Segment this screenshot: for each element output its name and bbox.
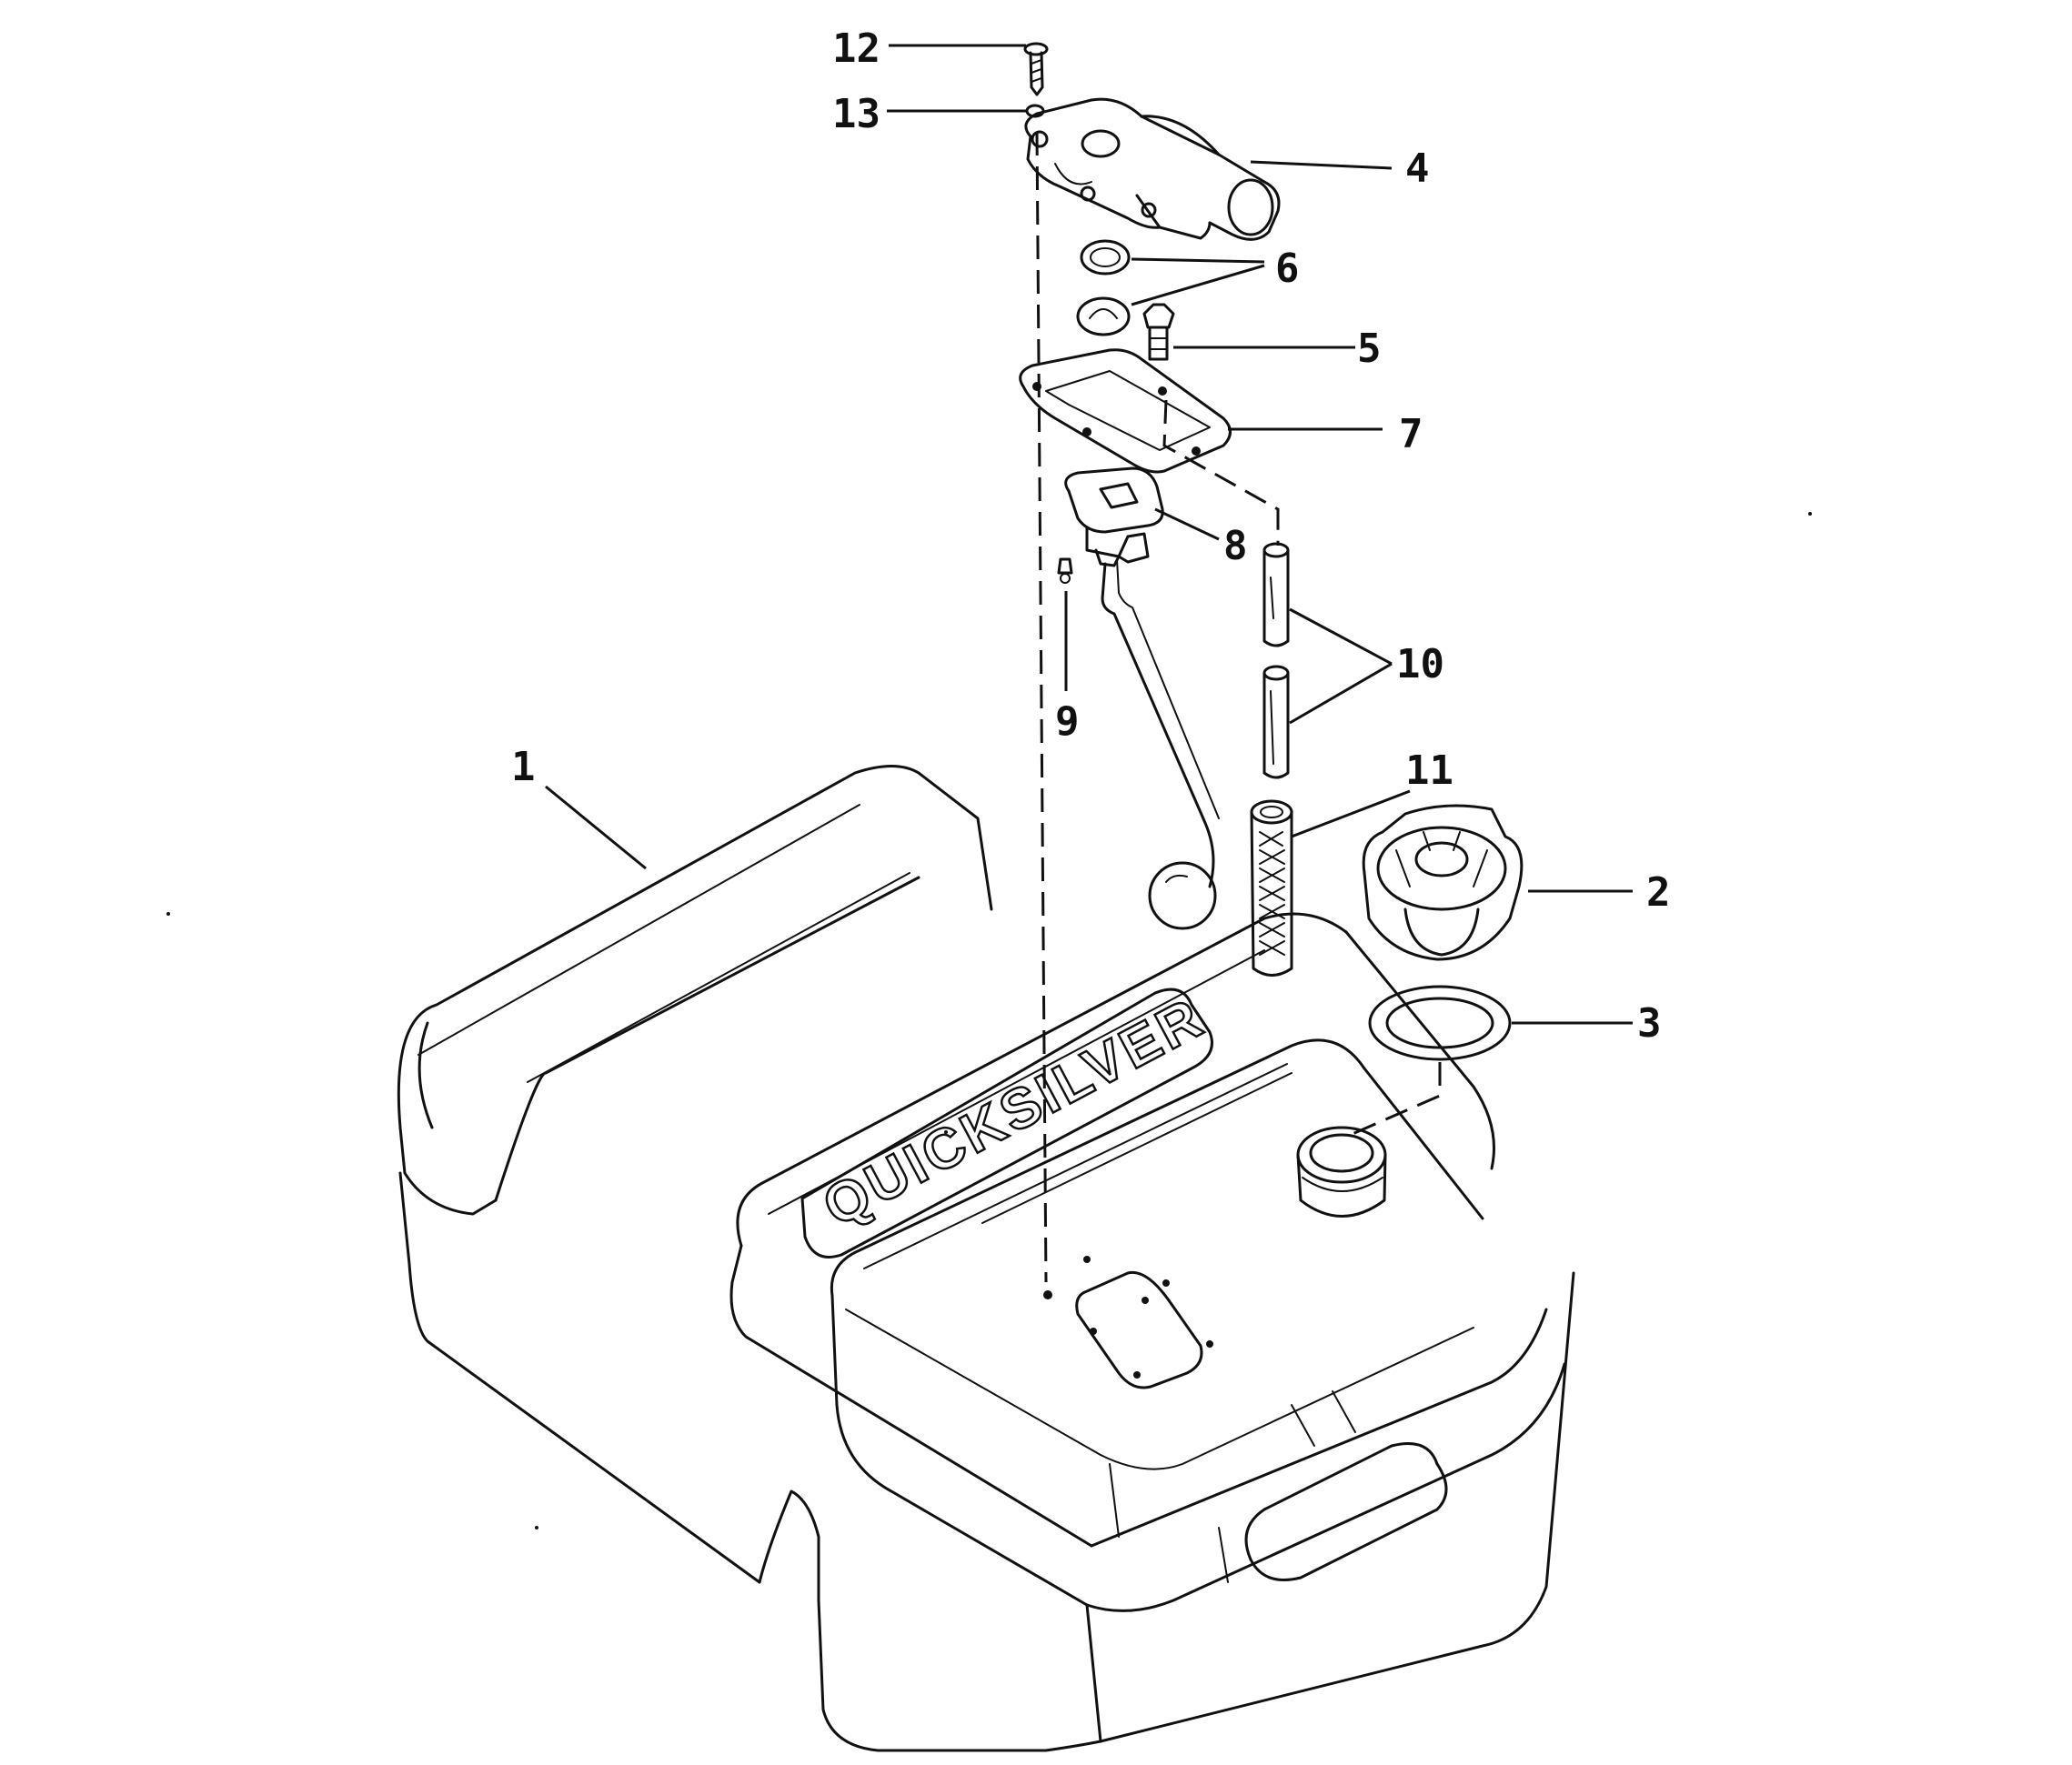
callout-5: 5 [1357, 326, 1382, 372]
callout-11: 11 [1405, 747, 1453, 794]
assembly-lines [1035, 131, 1442, 1283]
pickup-tubes-part [1262, 542, 1290, 779]
cap-gasket-part [1368, 985, 1512, 1061]
callout-8: 8 [1223, 523, 1248, 569]
fill-cap-part [1362, 804, 1524, 961]
callout-10: 10 [1396, 641, 1444, 687]
screw-part [1023, 42, 1049, 96]
callout-9: 9 [1055, 698, 1080, 745]
callout-4: 4 [1405, 145, 1430, 192]
gasket-part [1019, 348, 1232, 474]
callout-12: 12 [832, 25, 880, 72]
leader-lines [545, 44, 1633, 1025]
callout-7: 7 [1399, 411, 1423, 457]
callout-6: 6 [1275, 246, 1300, 292]
fuel-tank: QUICKSILVER [397, 765, 1575, 1752]
callout-2: 2 [1646, 869, 1671, 916]
fitting-part [1142, 303, 1175, 361]
fuel-sender-part [1064, 466, 1220, 930]
callout-3: 3 [1637, 1000, 1662, 1047]
callout-1: 1 [511, 744, 536, 790]
callout-13: 13 [832, 91, 880, 137]
fuel-filter-part [1250, 799, 1293, 977]
connector-housing-part [1024, 97, 1281, 241]
seal-rings-part [1076, 239, 1131, 336]
small-screw-part [1057, 557, 1073, 584]
callouts: 1 2 3 4 5 6 7 8 9 10 11 12 13 [511, 25, 1671, 1047]
quicksilver-brand-emboss: QUICKSILVER [813, 986, 1214, 1239]
